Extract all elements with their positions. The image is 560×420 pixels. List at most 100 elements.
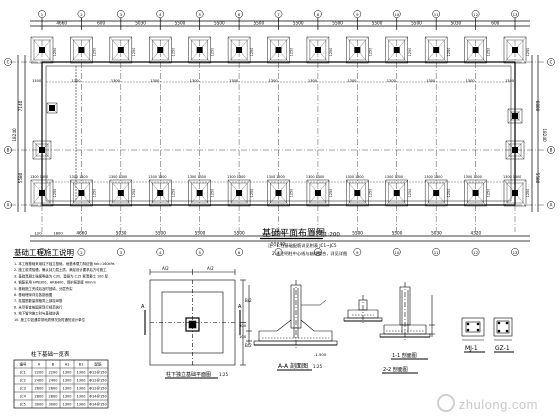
footing-row-a (424, 179, 448, 207)
table-header-cell: A (38, 363, 41, 367)
plan-note: 注：1.柱基础配筋详见附表 JC1~JC5 (268, 242, 337, 249)
plan-detail-caption: 柱下独立基础平面图 (166, 371, 211, 378)
top-span-label: 5500 (372, 21, 383, 26)
notes-line: 10. 施工中如遇异常地质情况及时通知设计单位 (14, 317, 85, 322)
footing-dim-top: 1300 (308, 79, 318, 83)
detail-dim-b1: B/2 (245, 298, 252, 303)
footing-row-a-step (73, 182, 90, 204)
axis-number-bottom: 3 (120, 250, 123, 255)
axis-number-bottom: 5 (198, 250, 201, 255)
footing-row-c-step (388, 39, 405, 61)
footing-row-c-step (349, 39, 366, 61)
footing-row-c (346, 36, 369, 64)
notes-line: 8. 未尽事宜按国家现行规范执行 (14, 304, 63, 309)
axis-number-top: 5 (198, 12, 201, 17)
footing-dim-bottom: 1300 1300 (345, 175, 363, 179)
table-cell: JC5 (19, 403, 26, 407)
table-cell: JC4 (19, 395, 26, 399)
table-cell: 3000 (35, 403, 44, 407)
section-mark-a-right: A (238, 304, 242, 310)
footing-row-c (70, 36, 93, 64)
footing-row-c (188, 36, 211, 64)
footing-row-a-step (309, 182, 327, 204)
footing-dim-bottom: 1300 1300 (424, 175, 442, 179)
footing-row-b-left-column (39, 147, 45, 153)
table-cell: 1300 (63, 403, 72, 407)
axis-letter-right: C (550, 60, 553, 65)
footing-row-c-step (191, 39, 208, 61)
footing-row-a-step (270, 182, 287, 204)
axis-bubble-right-C (547, 58, 555, 66)
notes-title: 基础工程施工说明 (14, 247, 74, 257)
footing-row-b-left-step (35, 143, 49, 157)
table-cell: 2400 (49, 379, 58, 383)
footing-dim-bottom: 1300 1300 (227, 175, 245, 179)
footing-dim-bottom: 1300 1300 (267, 175, 285, 179)
axis-number-top: 12 (473, 12, 478, 17)
axis-bubble-top-11 (432, 10, 441, 18)
footing-row-c (464, 36, 487, 64)
section-aa-drawing (246, 280, 338, 350)
footing-row-b-right-step (508, 143, 522, 157)
footing-row-b-right-upper-column (512, 113, 518, 119)
footing-row-c-column (393, 47, 400, 53)
axis-bubble-top-5 (195, 10, 204, 18)
axis-bubble-left-A (4, 201, 12, 209)
table-cell: Φ12@150 (89, 387, 106, 391)
footing-row-c-step (427, 39, 445, 61)
footing-dim-side: 1250 (487, 48, 491, 57)
notes-line: 5. 基础施工完成后及时回填，分层夯实 (14, 286, 73, 291)
axis-bubble-top-10 (392, 10, 401, 18)
footing-row-a-step (152, 182, 169, 204)
table-cell: 2800 (35, 395, 44, 399)
plan-scale: 1:200 (324, 232, 340, 238)
footing-row-a (188, 179, 211, 207)
footing-dim-bottom: 1300 1300 (109, 175, 127, 179)
top-span-label: 5500 (253, 21, 264, 26)
top-span-label: 5500 (332, 21, 343, 26)
table-title: 柱下基础一览表 (31, 350, 70, 358)
table-cell: 2600 (35, 387, 44, 391)
axis-bubble-bottom-8 (314, 248, 322, 256)
axis-letter-right: B (550, 148, 553, 153)
table-cell: 3000 (49, 403, 58, 407)
table-cell: 2800 (49, 395, 58, 399)
plan-detail-scale: 1:25 (219, 372, 228, 377)
table-header-cell: B1 (79, 363, 84, 367)
axis-bubble-top-1 (38, 10, 46, 18)
axis-letter-left: B (7, 148, 10, 153)
footing-row-c (30, 36, 54, 64)
right-dim-label: 6880 (535, 101, 540, 112)
footing-dim-side: 1250 (290, 48, 294, 57)
footing-dim-top: 1300 (229, 79, 239, 83)
footing-row-a-column (314, 190, 321, 196)
footing-row-c (227, 36, 251, 64)
footing-row-b-right-upper-step (510, 111, 520, 121)
foundation-plan (4, 10, 555, 256)
footing-dim-side: 1250 (447, 48, 451, 57)
axis-number-top: 13 (513, 12, 518, 17)
top-span-label: 600 (491, 21, 499, 26)
footing-dim-side: 1250 (250, 48, 254, 57)
footing-row-c-step (73, 39, 90, 61)
bottom-span-label: 5500 (273, 231, 284, 236)
footing-dim-side: 1250 (526, 48, 530, 57)
footing-row-a-column (78, 190, 85, 196)
footing-dim-bottom: 1300 1300 (306, 175, 324, 179)
bottom-span-label: 5500 (195, 231, 206, 236)
axis-number-top: 9 (356, 12, 359, 17)
footing-row-c-column (472, 47, 479, 53)
footing-row-a-step (506, 182, 524, 204)
axis-letter-left: A (7, 203, 10, 208)
axis-bubble-left-B (4, 146, 12, 154)
notes-line: 2. 施工前须验槽，确认持力层土质，满足设计要求后方可施工 (14, 267, 107, 272)
footing-row-a-step (467, 182, 484, 204)
footing-row-a (109, 179, 133, 207)
section-11-drawing (379, 282, 435, 341)
footing-dim-side: 1250 (211, 48, 215, 57)
footing-row-b-right-upper (507, 108, 523, 124)
footing-dim-side: 1250 (368, 189, 372, 198)
footing-row-a-column (393, 190, 400, 196)
table-cell: 1300 (63, 379, 72, 383)
